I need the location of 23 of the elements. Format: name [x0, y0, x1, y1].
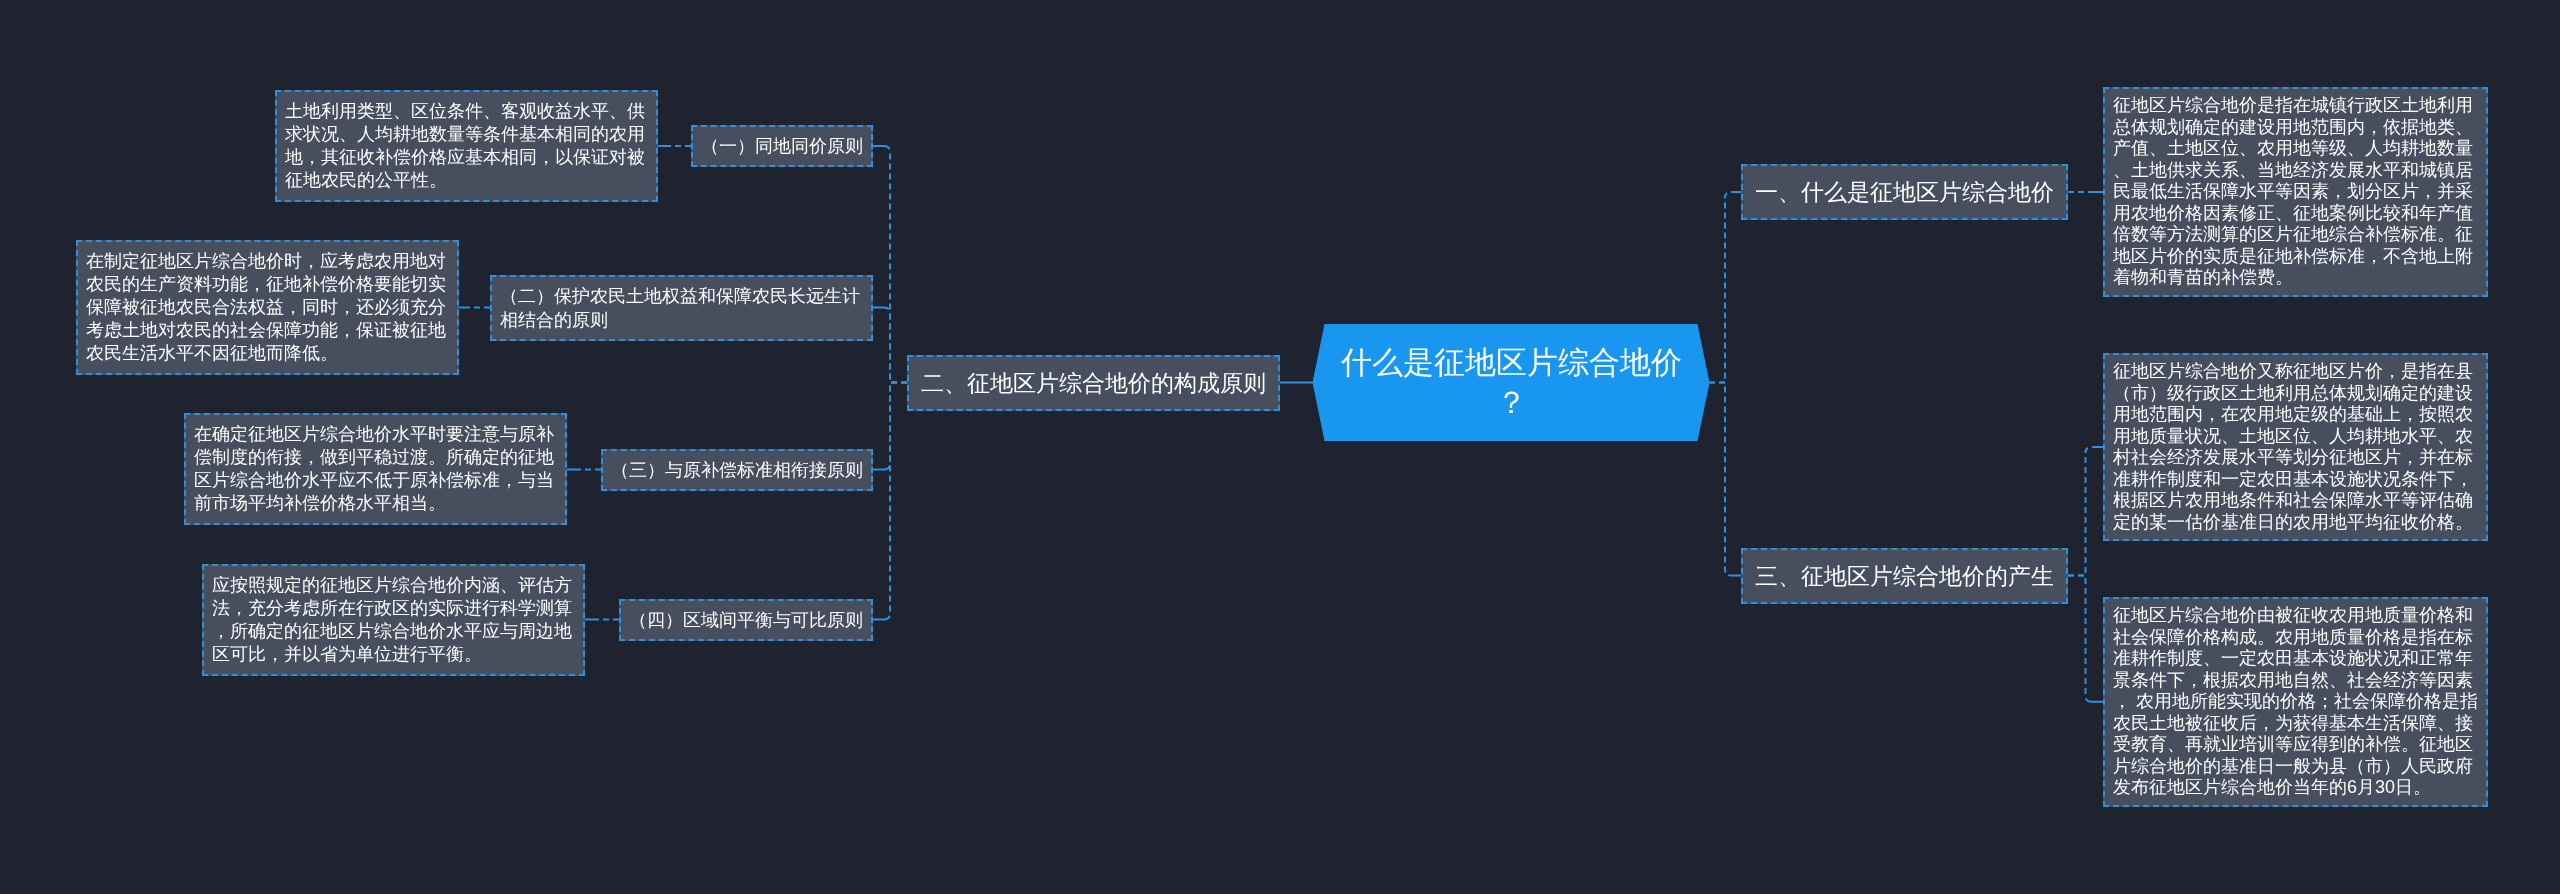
- topic-box: 二、征地区片综合地价的构成原则: [907, 354, 1280, 411]
- note-box: 土地利用类型、区位条件、客观收益水平、供求状况、人均耕地数量等条件基本相同的农用地，其征收补偿价格应基本相同，以保证对被征地农民的公平性。: [275, 90, 658, 202]
- central-topic: 什么是征地区片综合地价？: [1313, 324, 1709, 441]
- connector-line: [657, 145, 692, 147]
- connector-line: [566, 468, 602, 471]
- connector-line: [2067, 191, 2104, 193]
- subtopic-box: （三）与原补偿标准相衔接原则: [601, 448, 873, 491]
- topic-box: 一、什么是征地区片综合地价: [1741, 164, 2068, 220]
- connector-line: [458, 306, 491, 309]
- note-box: 在制定征地区片综合地价时，应考虑农用地对农民的生产资料功能，征地补偿价格要能切实保障被征地农民合法权益，同时，还必须充分考虑土地对农民的社会保障功能，保证被征地农民生活水平不因征地而降低。: [76, 239, 459, 375]
- note-box: 征地区片综合地价是指在城镇行政区土地利用总体规划确定的建设用地范围内，依据地类、产值、土地区位、农用地等级、人均耕地数量、土地供求关系、当地经济发展水平和城镇居民最低生活保障水平等因素，划分区片，并采用农地价格因素修正、征地案例比较和年产值倍数等方法测算的区片征地综合补偿标准。征地区片价的实质是征地补偿标准，不含地上附着物和青苗的补偿费。: [2103, 87, 2488, 297]
- connector-line: [2067, 574, 2104, 703]
- note-box: 应按照规定的征地区片综合地价内涵、评估方法，充分考虑所在行政区的实际进行科学测算，所确定的征地区片综合地价水平应与周边地区可比，并以省为单位进行平衡。: [202, 564, 585, 676]
- subtopic-box: （二）保护农民土地权益和保障农民长远生计相结合的原则: [490, 274, 873, 341]
- subtopic-box: （四）区域间平衡与可比原则: [619, 598, 873, 641]
- note-box: 征地区片综合地价又称征地区片价，是指在县（市）级行政区土地利用总体规划确定的建设用地范围内，在农用地定级的基础上，按照农用地质量状况、土地区位、人均耕地水平、农村社会经济发展水平等划分征地区片，并在标准耕作制度和一定农田基本设施状况条件下，根据区片农用地条件和社会保障水平等评估确定的某一估价基准日的农用地平均征收价格。: [2103, 353, 2488, 541]
- note-box: 在确定征地区片综合地价水平时要注意与原补偿制度的衔接，做到平稳过渡。所确定的征地区片综合地价水平应不低于原补偿标准，与当前市场平均补偿价格水平相当。: [184, 413, 567, 525]
- connector-line: [872, 381, 908, 621]
- topic-box: 三、征地区片综合地价的产生: [1741, 547, 2068, 604]
- connector-line: [584, 618, 620, 621]
- subtopic-box: （一）同地同价原则: [691, 125, 873, 167]
- note-box: 征地区片综合地价由被征收农用地质量价格和社会保障价格构成。农用地质量价格是指在标准耕作制度、一定农田基本设施状况和正常年景条件下，根据农用地自然、社会经济等因素， 农用地所能实现的价格；社会保障价格是指农民土地被征收后，为获得基本生活保障、接受教育、再就业培训等应得到的补偿。征地区片综合地价的基准日一般为县（市）人民政府发布征地区片综合地价当年的6月30日。: [2103, 597, 2488, 807]
- connector-line: [1279, 381, 1314, 384]
